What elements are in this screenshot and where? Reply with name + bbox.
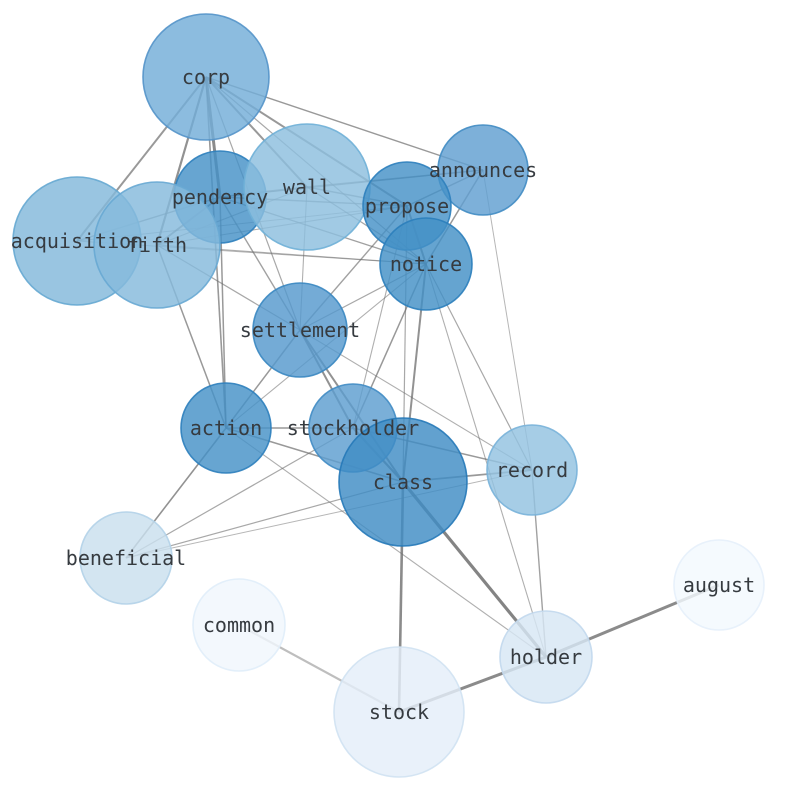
edge-notice-holder	[425, 263, 547, 658]
node-label-propose: propose	[365, 194, 449, 218]
node-label-record: record	[496, 458, 568, 482]
node-label-holder: holder	[510, 645, 582, 669]
node-august	[673, 539, 765, 631]
node-record	[486, 424, 578, 516]
node-notice	[379, 217, 473, 311]
node-common	[192, 578, 286, 672]
node-label-class: class	[373, 470, 433, 494]
node-label-pendency: pendency	[172, 185, 268, 209]
edge-announces-record	[482, 169, 533, 471]
node-label-fifth: fifth	[127, 233, 187, 257]
node-label-stock: stock	[369, 700, 429, 724]
node-label-announces: announces	[429, 158, 537, 182]
label-layer: corp announces pendency wall acquisitionfift…	[11, 65, 755, 724]
node-action	[180, 382, 272, 474]
node-label-corp: corp	[182, 65, 230, 89]
node-label-august: august	[683, 573, 755, 597]
node-label-action: action	[190, 416, 262, 440]
node-layer	[12, 13, 765, 778]
node-settlement	[252, 282, 348, 378]
node-label-stockholder: stockholder	[287, 416, 419, 440]
node-announces	[437, 124, 529, 216]
node-label-wall: wall	[283, 175, 331, 199]
node-stock	[333, 646, 465, 778]
node-label-notice: notice	[390, 252, 462, 276]
node-label-acquisition: acquisition	[11, 229, 143, 253]
node-holder	[499, 610, 593, 704]
node-class	[338, 417, 468, 547]
node-corp	[142, 13, 270, 141]
node-beneficial	[79, 511, 173, 605]
node-label-common: common	[203, 613, 275, 637]
node-fifth	[93, 181, 221, 309]
node-label-beneficial: beneficial	[66, 546, 186, 570]
edge-record-beneficial	[125, 469, 533, 559]
node-label-settlement: settlement	[240, 318, 360, 342]
